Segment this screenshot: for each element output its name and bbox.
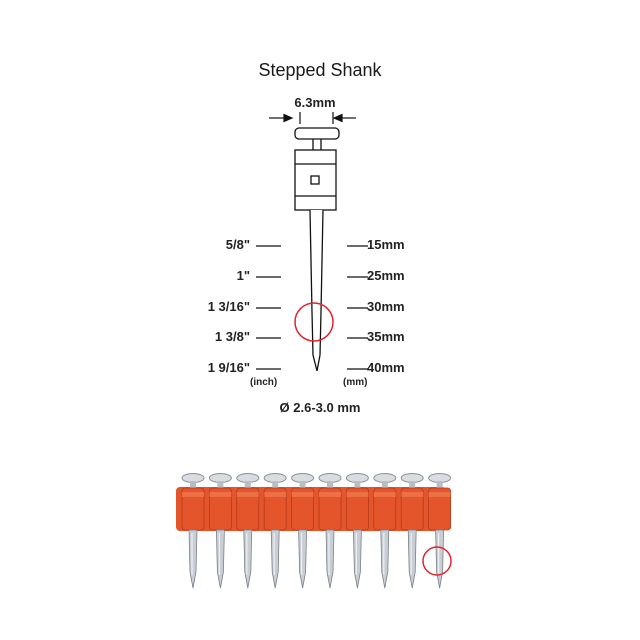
- diameter-label: Ø 2.6-3.0 mm: [279, 400, 361, 415]
- unit-mm-label: (mm): [343, 377, 368, 388]
- nail-neck: [190, 481, 196, 489]
- nail-shank: [407, 529, 417, 589]
- diagram-title: Stepped Shank: [258, 60, 382, 80]
- collar-highlight: [264, 492, 287, 497]
- step-highlight-circle: [294, 302, 334, 342]
- length-mm-label: 40mm: [367, 360, 405, 375]
- nail-neck: [436, 481, 443, 489]
- strip-nail: [181, 473, 205, 589]
- nail-neck: [244, 481, 251, 489]
- nail-neck: [272, 481, 279, 489]
- nail-shank: [298, 529, 308, 589]
- nail-shank: [435, 529, 445, 589]
- collar-highlight: [182, 492, 204, 497]
- length-mm-label: 35mm: [367, 329, 405, 344]
- strip-nail: [400, 473, 424, 589]
- nail-shank: [270, 529, 280, 589]
- collar-highlight: [319, 492, 341, 497]
- unit-inch-label: (inch): [250, 377, 278, 388]
- collar-highlight: [209, 492, 232, 497]
- collar-highlight: [373, 492, 396, 497]
- strip-nail: [236, 473, 260, 589]
- head-width-dimension: [269, 112, 356, 124]
- nail-shank: [188, 529, 198, 589]
- nail-strip: [176, 473, 452, 589]
- nail-outline: [294, 127, 340, 372]
- collar-highlight: [401, 492, 424, 497]
- length-inch-label: 1 9/16": [207, 360, 250, 375]
- length-inch-label: 1 3/8": [214, 329, 250, 344]
- nail-shank: [243, 529, 253, 589]
- collar-highlight: [428, 492, 451, 497]
- nail-shank: [215, 529, 225, 589]
- nail-neck: [299, 481, 306, 489]
- strip-highlight-circle: [422, 546, 452, 576]
- nail-shank: [325, 529, 335, 589]
- head-width-label: 6.3mm: [294, 95, 336, 110]
- nail-shank: [352, 529, 362, 589]
- nail-neck: [354, 481, 361, 489]
- collar-highlight: [291, 492, 314, 497]
- strip-nail: [345, 473, 369, 589]
- length-mm-label: 30mm: [367, 299, 405, 314]
- nail-neck: [217, 481, 224, 489]
- length-mm-label: 15mm: [367, 237, 405, 252]
- strip-nail: [291, 473, 315, 589]
- strip-nail: [318, 473, 342, 589]
- strip-nail: [208, 473, 232, 589]
- length-mm-label: 25mm: [367, 268, 405, 283]
- length-inch-label: 1": [236, 268, 250, 283]
- length-inch-label: 1 3/16": [207, 299, 250, 314]
- collar-highlight: [346, 492, 369, 497]
- nail-neck: [327, 481, 333, 489]
- nail-shank: [380, 529, 390, 589]
- length-inch-label: 5/8": [225, 237, 250, 252]
- length-ticks: [256, 245, 368, 370]
- nail-neck: [409, 481, 416, 489]
- strip-nail: [263, 473, 287, 589]
- strip-nail: [373, 473, 397, 589]
- nail-neck: [381, 481, 388, 489]
- strip-nail: [428, 473, 452, 589]
- collar-highlight: [236, 492, 259, 497]
